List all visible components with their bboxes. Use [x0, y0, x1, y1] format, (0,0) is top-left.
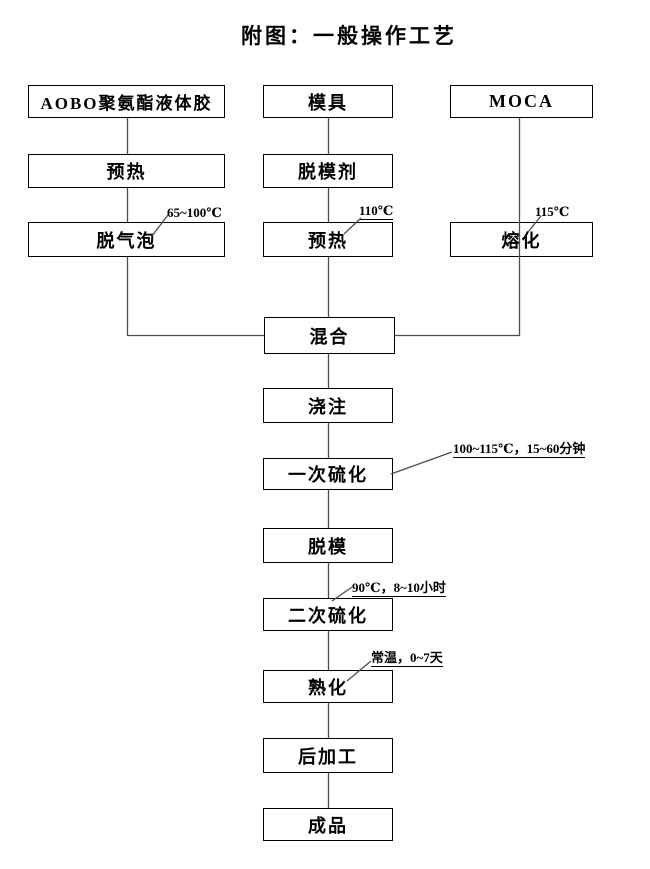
box-product: 成品 — [263, 808, 393, 841]
box-preheat-glue: 预热 — [28, 154, 225, 188]
box-second-cure: 二次硫化 — [263, 598, 393, 631]
box-melt: 熔化 — [450, 222, 593, 257]
box-mix: 混合 — [264, 317, 395, 354]
annotation-second-cure-condition: 90℃，8~10小时 — [352, 580, 446, 597]
annotation-degas-temp: 65~100℃ — [167, 205, 222, 220]
annotation-melt-temp: 115℃ — [535, 204, 570, 219]
annotation-preheat-mold-temp: 110℃ — [359, 203, 394, 220]
box-demold: 脱模 — [263, 528, 393, 563]
box-post-process: 后加工 — [263, 738, 393, 773]
box-preheat-mold: 预热 — [263, 222, 393, 257]
box-mold: 模具 — [263, 85, 393, 118]
box-aobo-liquid-glue: AOBO聚氨酯液体胶 — [28, 85, 225, 118]
annotation-mature-condition: 常温，0~7天 — [371, 650, 443, 667]
box-mature: 熟化 — [263, 670, 393, 703]
box-first-cure: 一次硫化 — [263, 458, 393, 490]
annotation-first-cure-condition: 100~115℃，15~60分钟 — [453, 441, 586, 458]
box-pour: 浇注 — [263, 388, 393, 423]
box-degas: 脱气泡 — [28, 222, 225, 257]
diagram-title: 附图：一般操作工艺 — [241, 24, 457, 48]
box-moca: MOCA — [450, 85, 593, 118]
leader-line — [390, 451, 453, 475]
box-release-agent: 脱模剂 — [263, 154, 393, 188]
